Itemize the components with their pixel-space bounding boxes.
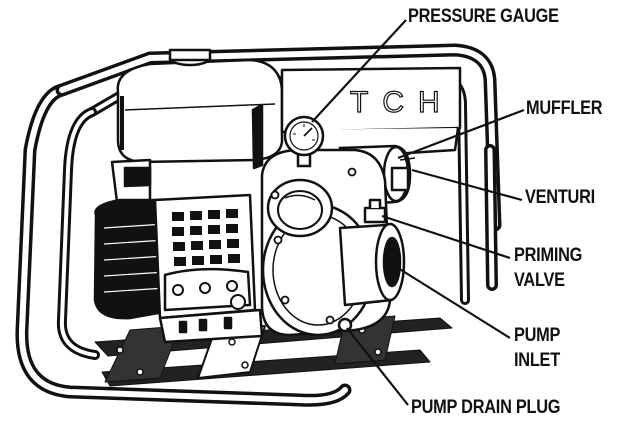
leader-pump-inlet: [397, 267, 511, 339]
leader-pressure-gauge: [311, 19, 407, 123]
engine: [93, 48, 462, 344]
label-pressure-gauge: PRESSURE GAUGE: [408, 6, 559, 27]
label-muffler: MUFFLER: [526, 98, 603, 119]
leader-venturi: [411, 168, 523, 202]
leader-pump-drain-plug: [346, 327, 409, 406]
label-pump-inlet-line1: PUMP: [514, 325, 561, 346]
leader-muffler: [397, 108, 525, 160]
leader-lines: [311, 19, 525, 406]
label-venturi: VENTURI: [525, 187, 595, 208]
label-priming-line2: VALVE: [514, 270, 565, 291]
leader-priming-valve: [381, 214, 511, 260]
label-pump-drain-plug: PUMP DRAIN PLUG: [411, 397, 561, 418]
label-pump-inlet-line2: INLET: [514, 350, 560, 371]
label-priming-line1: PRIMING: [514, 245, 583, 266]
pump-housing: [260, 148, 410, 337]
pressure-gauge: [283, 115, 325, 168]
engine-brand: TCH: [350, 86, 454, 119]
